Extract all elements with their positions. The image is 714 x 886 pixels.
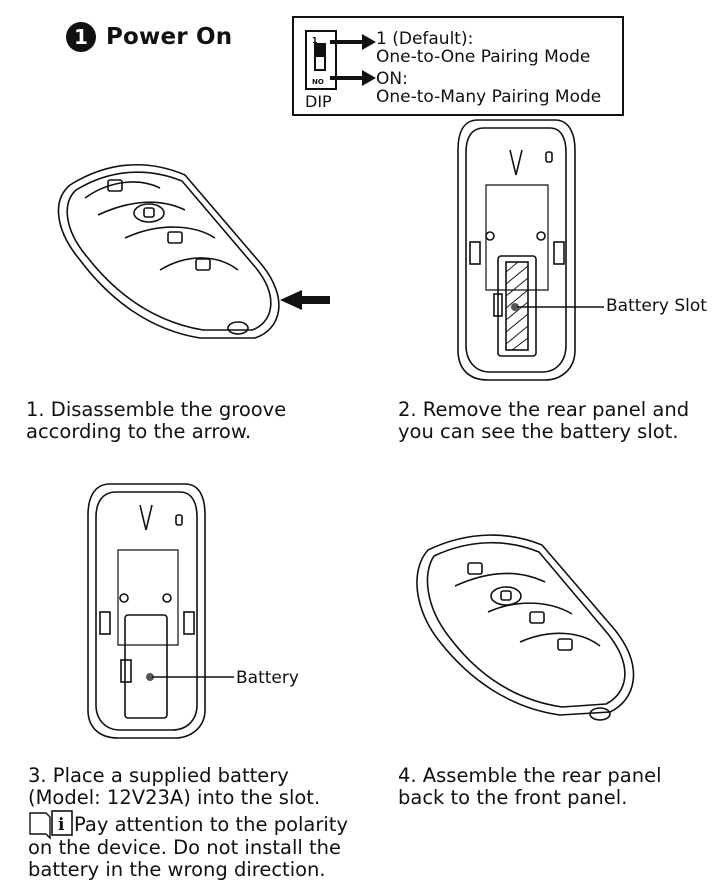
step-4-line-1: 4. Assemble the rear panel: [398, 764, 662, 787]
step-1-line-1: 1. Disassemble the groove: [26, 398, 287, 421]
step-2-line-1: 2. Remove the rear panel and: [398, 398, 690, 421]
dip-on-desc: One-to-Many Pairing Mode: [376, 87, 602, 107]
step-4-line-2: back to the front panel.: [398, 786, 628, 809]
dip-on-title: ON:: [376, 69, 408, 89]
dip-caption: DIP: [305, 92, 332, 111]
dip-position1-title: 1 (Default):: [376, 29, 474, 49]
dip-bottom-mark: NO: [312, 78, 324, 86]
dip-top-mark: 1: [312, 36, 318, 45]
battery-slot-callout: Battery Slot: [606, 296, 707, 316]
dip-switch-graphic: [305, 30, 337, 90]
note-line-3: battery in the wrong direction.: [28, 858, 326, 881]
battery-callout: Battery: [236, 668, 299, 688]
note-line-2: on the device. Do not install the: [28, 836, 341, 859]
note-line-1: Pay attention to the polarity: [74, 813, 348, 836]
section-title: Power On: [106, 24, 233, 50]
dip-switch-knob-fill: [316, 45, 324, 57]
section-heading: 1 Power On: [66, 20, 232, 54]
step-3-line-2: (Model: 12V23A) into the slot.: [28, 786, 321, 809]
step-3-line-1: 3. Place a supplied battery: [28, 764, 289, 787]
step-1-line-2: according to the arrow.: [26, 420, 252, 443]
dip-legend-box: [292, 16, 624, 116]
dip-position1-desc: One-to-One Pairing Mode: [376, 47, 591, 67]
svg-text:i: i: [58, 815, 65, 835]
step-number-badge: 1: [66, 22, 96, 52]
step-2-line-2: you can see the battery slot.: [398, 420, 679, 443]
